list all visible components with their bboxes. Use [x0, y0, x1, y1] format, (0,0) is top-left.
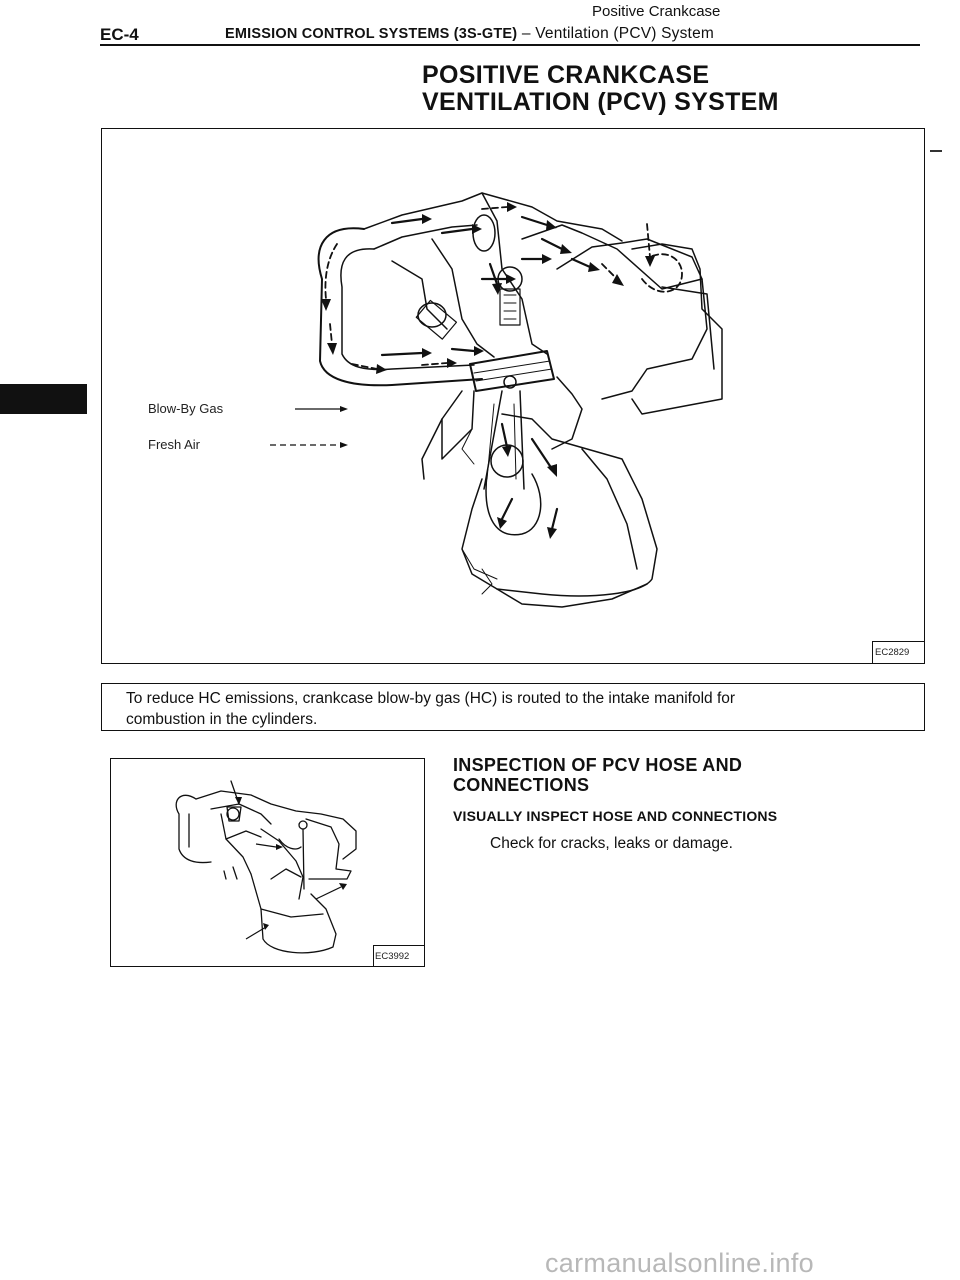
description-line1: To reduce HC emissions, crankcase blow-b… [126, 690, 736, 707]
section-title-separator: – [517, 25, 536, 42]
inspection-title-line2: CONNECTIONS [453, 775, 590, 795]
figure2-code-box [373, 945, 425, 967]
inspection-title: INSPECTION OF PCV HOSE AND CONNECTIONS [453, 755, 742, 795]
description-text: To reduce HC emissions, crankcase blow-b… [126, 688, 916, 730]
section-tab-marker [0, 384, 87, 414]
watermark-text: carmanualsonline.info [545, 1248, 814, 1278]
header-rule [100, 44, 920, 46]
margin-dash [930, 150, 942, 152]
section-title-tail: Ventilation (PCV) System [535, 25, 714, 42]
section-title: EMISSION CONTROL SYSTEMS (3S-GTE) – Vent… [225, 25, 714, 43]
legend-lines [270, 406, 348, 448]
legend-fresh-air: Fresh Air [148, 437, 201, 452]
page-code: EC-4 [100, 25, 139, 44]
engine-cross-section-illustration [270, 192, 723, 608]
section-subtitle: Positive Crankcase [592, 3, 721, 20]
legend-blowby-gas: Blow-By Gas [148, 401, 224, 416]
page-title: POSITIVE CRANKCASE VENTILATION (PCV) SYS… [422, 62, 779, 116]
page-title-line1: POSITIVE CRANKCASE [422, 61, 710, 89]
engine-hose-illustration [175, 780, 357, 954]
page-title-line2: VENTILATION (PCV) SYSTEM [422, 88, 779, 116]
inspection-subtitle: VISUALLY INSPECT HOSE AND CONNECTIONS [453, 808, 778, 824]
inspection-title-line1: INSPECTION OF PCV HOSE AND [453, 755, 743, 775]
figure2-code: EC3992 [375, 951, 410, 962]
pcv-system-diagram: Blow-By Gas Fresh Air EC2829 [101, 128, 925, 664]
inspection-body: Check for cracks, leaks or damage. [490, 835, 733, 852]
description-line2: combustion in the cylinders. [126, 711, 318, 728]
figure-code-box [872, 641, 925, 664]
description-box [101, 683, 925, 731]
figure1-code: EC2829 [875, 647, 910, 658]
section-title-main: EMISSION CONTROL SYSTEMS (3S-GTE) [225, 26, 518, 42]
pcv-hose-diagram: EC3992 [110, 758, 425, 967]
